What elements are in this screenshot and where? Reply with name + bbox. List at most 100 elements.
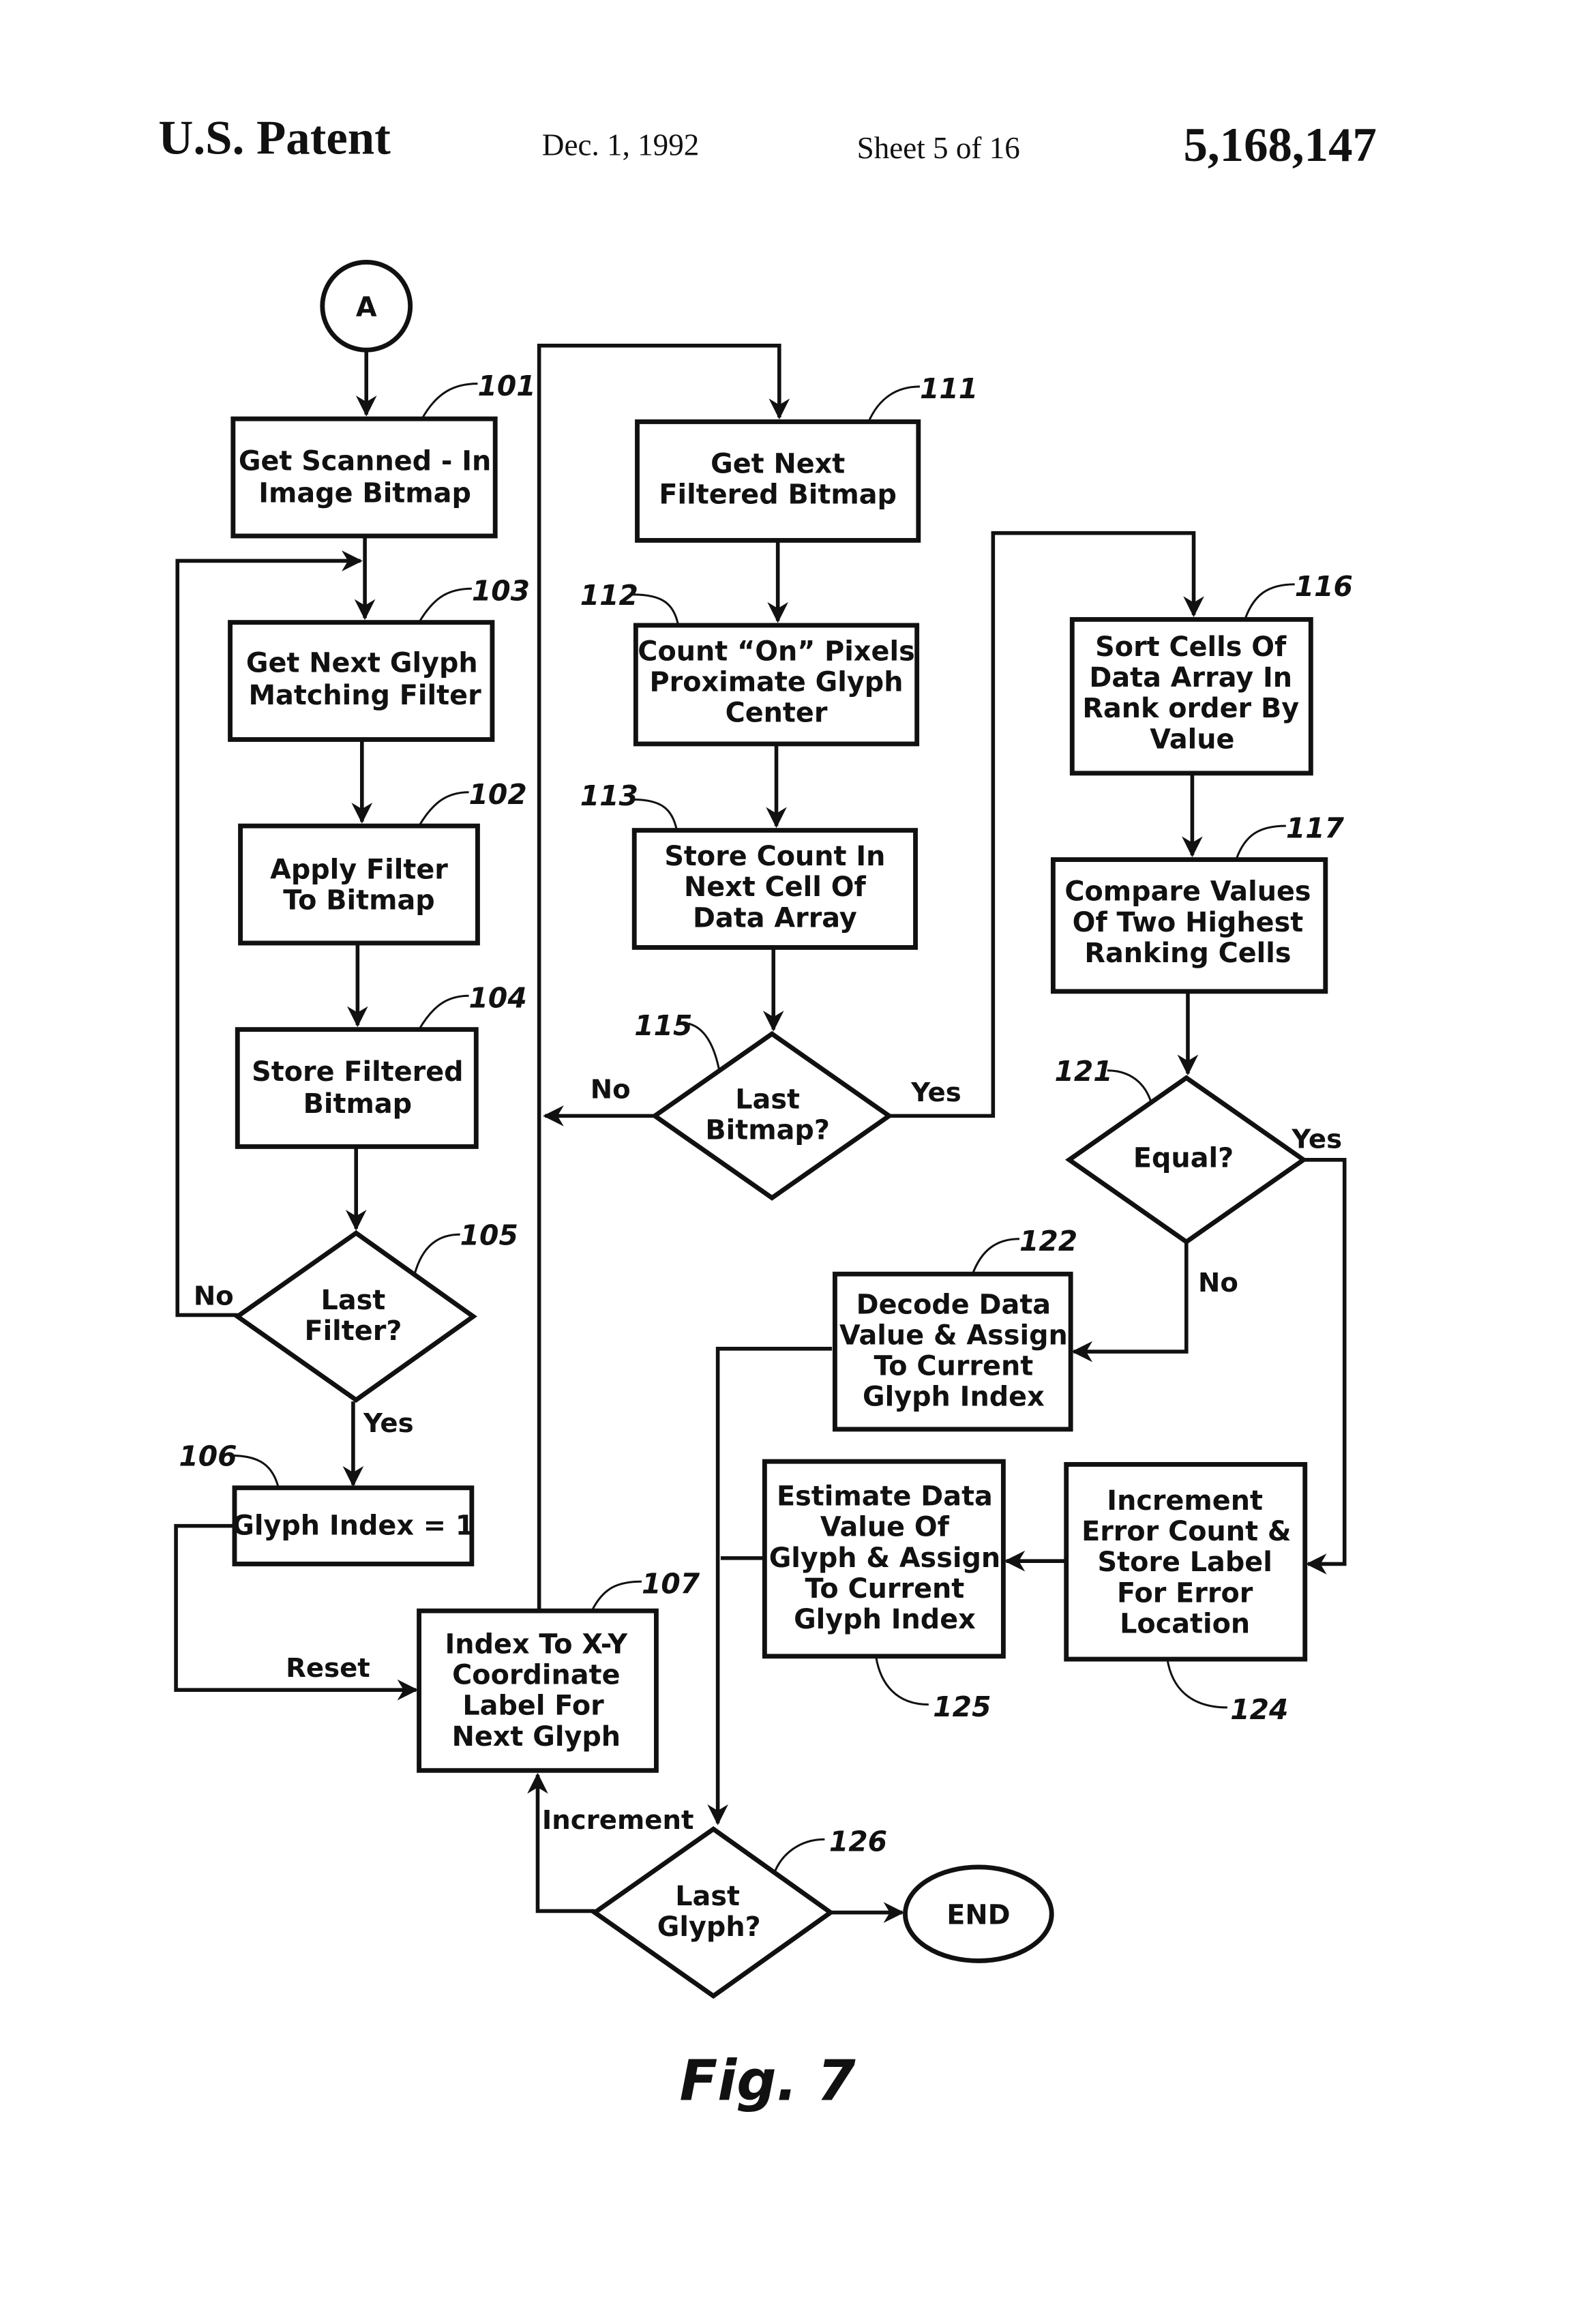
node-116-line-3: Rank order By xyxy=(1082,693,1299,724)
node-116-line-1: Sort Cells Of xyxy=(1095,631,1287,663)
node-102-line-1: Apply Filter xyxy=(270,854,448,885)
node-102-line-2: To Bitmap xyxy=(283,885,434,917)
node-125-line-1: Estimate Data xyxy=(777,1481,993,1513)
page-header: U.S. Patent Dec. 1, 1992 Sheet 5 of 16 5… xyxy=(158,111,1377,172)
node-103: Get Next Glyph Matching Filter 103 xyxy=(230,574,531,739)
node-124-line-4: For Error xyxy=(1117,1577,1253,1609)
connector-a: A xyxy=(323,262,411,350)
ref-116: 116 xyxy=(1295,570,1353,603)
header-sheet: Sheet 5 of 16 xyxy=(857,131,1020,165)
node-111-line-2: Filtered Bitmap xyxy=(659,479,897,511)
ref-112: 112 xyxy=(580,579,638,612)
node-101-line-2: Image Bitmap xyxy=(258,478,471,509)
node-101: Get Scanned - In Image Bitmap 101 xyxy=(233,370,536,536)
ref-107: 107 xyxy=(642,1567,700,1600)
node-125-line-5: Glyph Index xyxy=(794,1604,976,1635)
ref-121: 121 xyxy=(1055,1055,1113,1088)
edge-121-122-no xyxy=(1073,1242,1186,1352)
label-no-115: No xyxy=(591,1075,631,1105)
node-125: Estimate Data Value Of Glyph & Assign To… xyxy=(764,1461,1003,1723)
node-112: Count “On” Pixels Proximate Glyph Center… xyxy=(580,579,917,744)
node-117: Compare Values Of Two Highest Ranking Ce… xyxy=(1053,811,1344,991)
node-107-line-3: Label For xyxy=(462,1690,604,1722)
label-no-105: No xyxy=(194,1281,234,1311)
connector-a-label: A xyxy=(356,292,377,323)
node-125-line-3: Glyph & Assign xyxy=(769,1543,1000,1574)
node-104-line-2: Bitmap xyxy=(303,1088,412,1120)
ref-102: 102 xyxy=(469,778,527,811)
ref-105: 105 xyxy=(460,1219,518,1251)
node-121: Equal? 121 Yes No xyxy=(1055,1055,1343,1298)
node-117-line-2: Of Two Highest xyxy=(1073,907,1304,938)
node-116-line-4: Value xyxy=(1150,724,1234,755)
header-patent-number: 5,168,147 xyxy=(1184,119,1377,172)
edge-126-107-increment xyxy=(537,1775,595,1911)
ref-115: 115 xyxy=(634,1009,692,1042)
ref-117: 117 xyxy=(1286,811,1345,844)
ref-113: 113 xyxy=(580,779,638,812)
node-122-line-2: Value & Assign xyxy=(839,1320,1068,1351)
node-116-line-2: Data Array In xyxy=(1089,662,1292,694)
label-increment: Increment xyxy=(542,1805,694,1836)
node-116: Sort Cells Of Data Array In Rank order B… xyxy=(1072,570,1353,773)
node-106-line-1: Glyph Index = 1 xyxy=(232,1510,474,1542)
node-105: Last Filter? 105 No Yes xyxy=(194,1219,518,1439)
edge-121-124-yes xyxy=(1304,1160,1345,1564)
node-107-line-2: Coordinate xyxy=(452,1660,620,1691)
node-124: Increment Error Count & Store Label For … xyxy=(1066,1464,1305,1726)
node-111-line-1: Get Next xyxy=(711,449,845,480)
node-122: Decode Data Value & Assign To Current Gl… xyxy=(835,1225,1077,1429)
node-126-line-1: Last xyxy=(675,1881,740,1912)
node-112-line-3: Center xyxy=(726,698,828,729)
label-yes-115: Yes xyxy=(910,1077,961,1108)
node-106: Glyph Index = 1 106 xyxy=(179,1440,474,1564)
label-no-121: No xyxy=(1198,1268,1238,1298)
node-124-line-5: Location xyxy=(1120,1608,1250,1639)
node-113-line-3: Data Array xyxy=(693,902,857,934)
ref-104: 104 xyxy=(469,981,527,1014)
node-103-line-2: Matching Filter xyxy=(249,680,482,711)
node-102: Apply Filter To Bitmap 102 xyxy=(241,778,527,943)
header-left: U.S. Patent xyxy=(158,111,391,164)
node-103-line-1: Get Next Glyph xyxy=(246,648,478,679)
ref-126: 126 xyxy=(829,1825,887,1858)
node-104-line-1: Store Filtered xyxy=(252,1056,463,1088)
node-end-label: END xyxy=(946,1900,1010,1931)
node-125-line-2: Value Of xyxy=(820,1512,950,1543)
node-117-line-3: Ranking Cells xyxy=(1084,938,1291,969)
ref-101: 101 xyxy=(477,370,535,402)
node-end: END xyxy=(906,1867,1052,1961)
figure-label: Fig. 7 xyxy=(679,2049,856,2113)
header-date: Dec. 1, 1992 xyxy=(542,128,699,162)
node-101-line-1: Get Scanned - In xyxy=(239,445,491,477)
node-122-line-3: To Current xyxy=(874,1350,1033,1382)
ref-111: 111 xyxy=(920,372,978,405)
node-111: Get Next Filtered Bitmap 111 xyxy=(638,372,979,540)
label-reset: Reset xyxy=(286,1653,370,1684)
node-112-line-1: Count “On” Pixels xyxy=(638,636,914,667)
node-122-line-1: Decode Data xyxy=(856,1289,1051,1320)
node-117-line-1: Compare Values xyxy=(1064,876,1311,908)
ref-124: 124 xyxy=(1230,1693,1288,1726)
node-107-line-1: Index To X-Y xyxy=(445,1628,629,1660)
node-126-line-2: Glyph? xyxy=(657,1911,761,1943)
node-113: Store Count In Next Cell Of Data Array 1… xyxy=(580,779,916,947)
node-115: Last Bitmap? 115 No Yes xyxy=(591,1009,961,1197)
node-104: Store Filtered Bitmap 104 xyxy=(237,981,526,1146)
ref-106: 106 xyxy=(179,1440,237,1473)
node-125-line-4: To Current xyxy=(805,1573,965,1605)
label-yes-121: Yes xyxy=(1291,1124,1342,1155)
node-126: Last Glyph? 126 xyxy=(595,1825,887,1996)
node-105-line-1: Last xyxy=(321,1285,386,1316)
ref-125: 125 xyxy=(933,1690,991,1723)
node-107: Index To X-Y Coordinate Label For Next G… xyxy=(419,1567,700,1770)
node-124-line-3: Store Label xyxy=(1097,1547,1272,1578)
node-115-line-2: Bitmap? xyxy=(705,1115,830,1146)
ref-103: 103 xyxy=(472,574,530,607)
node-124-line-2: Error Count & xyxy=(1081,1516,1291,1547)
node-113-line-2: Next Cell Of xyxy=(684,872,867,903)
label-yes-105: Yes xyxy=(363,1408,414,1439)
node-121-line-1: Equal? xyxy=(1133,1143,1234,1174)
node-115-line-1: Last xyxy=(735,1084,800,1116)
